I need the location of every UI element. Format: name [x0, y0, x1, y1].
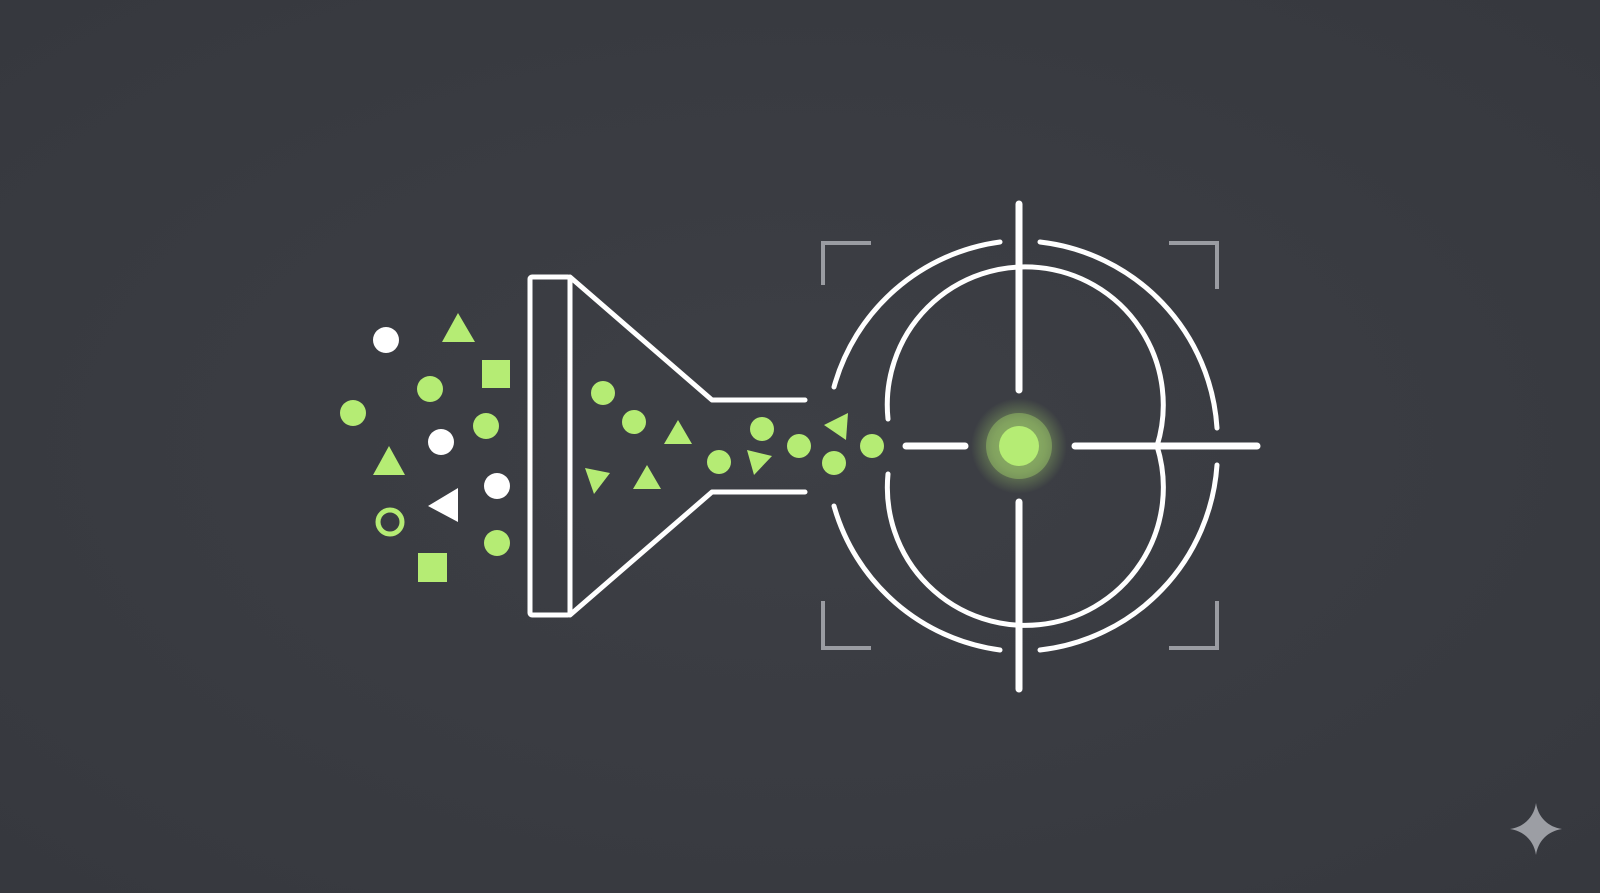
- crosshair-lines: [902, 200, 1261, 693]
- green-dot: [473, 413, 499, 439]
- bracket-top-left: [821, 241, 871, 285]
- filtered-particles: [585, 381, 884, 494]
- inner-arc-lower: [884, 443, 1166, 628]
- green-dot: [707, 450, 731, 474]
- green-triangle: [373, 446, 405, 475]
- scattered-shapes-icon: [340, 313, 510, 582]
- bracket-top-right: [1169, 241, 1219, 289]
- outer-arc-top-right: [1037, 239, 1220, 431]
- green-triangle: [633, 465, 661, 489]
- white-dot: [428, 429, 454, 455]
- funnel-mouth: [527, 274, 573, 618]
- bracket-bottom-left: [821, 601, 871, 650]
- outer-arc-top-left: [831, 239, 1003, 390]
- green-triangle: [442, 313, 475, 342]
- funnel-lower-edge: [567, 489, 808, 618]
- green-ring: [375, 507, 405, 537]
- green-dot: [591, 381, 615, 405]
- funnel-filter-icon: [527, 274, 808, 618]
- crosshair-target-icon: [821, 200, 1261, 693]
- viewfinder-brackets: [821, 241, 1219, 650]
- green-dot: [417, 376, 443, 402]
- inner-arc-upper: [884, 264, 1166, 449]
- green-dot: [340, 400, 366, 426]
- target-center: [971, 398, 1067, 494]
- green-triangle: [585, 468, 610, 494]
- green-triangle: [664, 420, 692, 444]
- green-dot: [484, 530, 510, 556]
- white-triangle: [428, 488, 458, 522]
- green-triangle: [747, 450, 772, 475]
- sparkle-star-icon: [1510, 803, 1562, 855]
- outer-ring: [831, 239, 1220, 653]
- green-dot: [860, 434, 884, 458]
- green-triangle: [824, 413, 848, 440]
- outer-arc-bottom-left: [831, 503, 1003, 653]
- inner-ring: [884, 264, 1166, 628]
- green-dot: [622, 410, 646, 434]
- green-square: [418, 553, 447, 582]
- white-dot: [484, 473, 510, 499]
- green-dot: [750, 417, 774, 441]
- green-dot: [787, 434, 811, 458]
- green-dot: [822, 451, 846, 475]
- bracket-bottom-right: [1169, 601, 1219, 650]
- outer-arc-bottom-right: [1037, 462, 1220, 653]
- funnel-upper-edge: [567, 274, 808, 403]
- white-dot: [373, 327, 399, 353]
- green-square: [482, 360, 510, 388]
- center-dot: [999, 426, 1039, 466]
